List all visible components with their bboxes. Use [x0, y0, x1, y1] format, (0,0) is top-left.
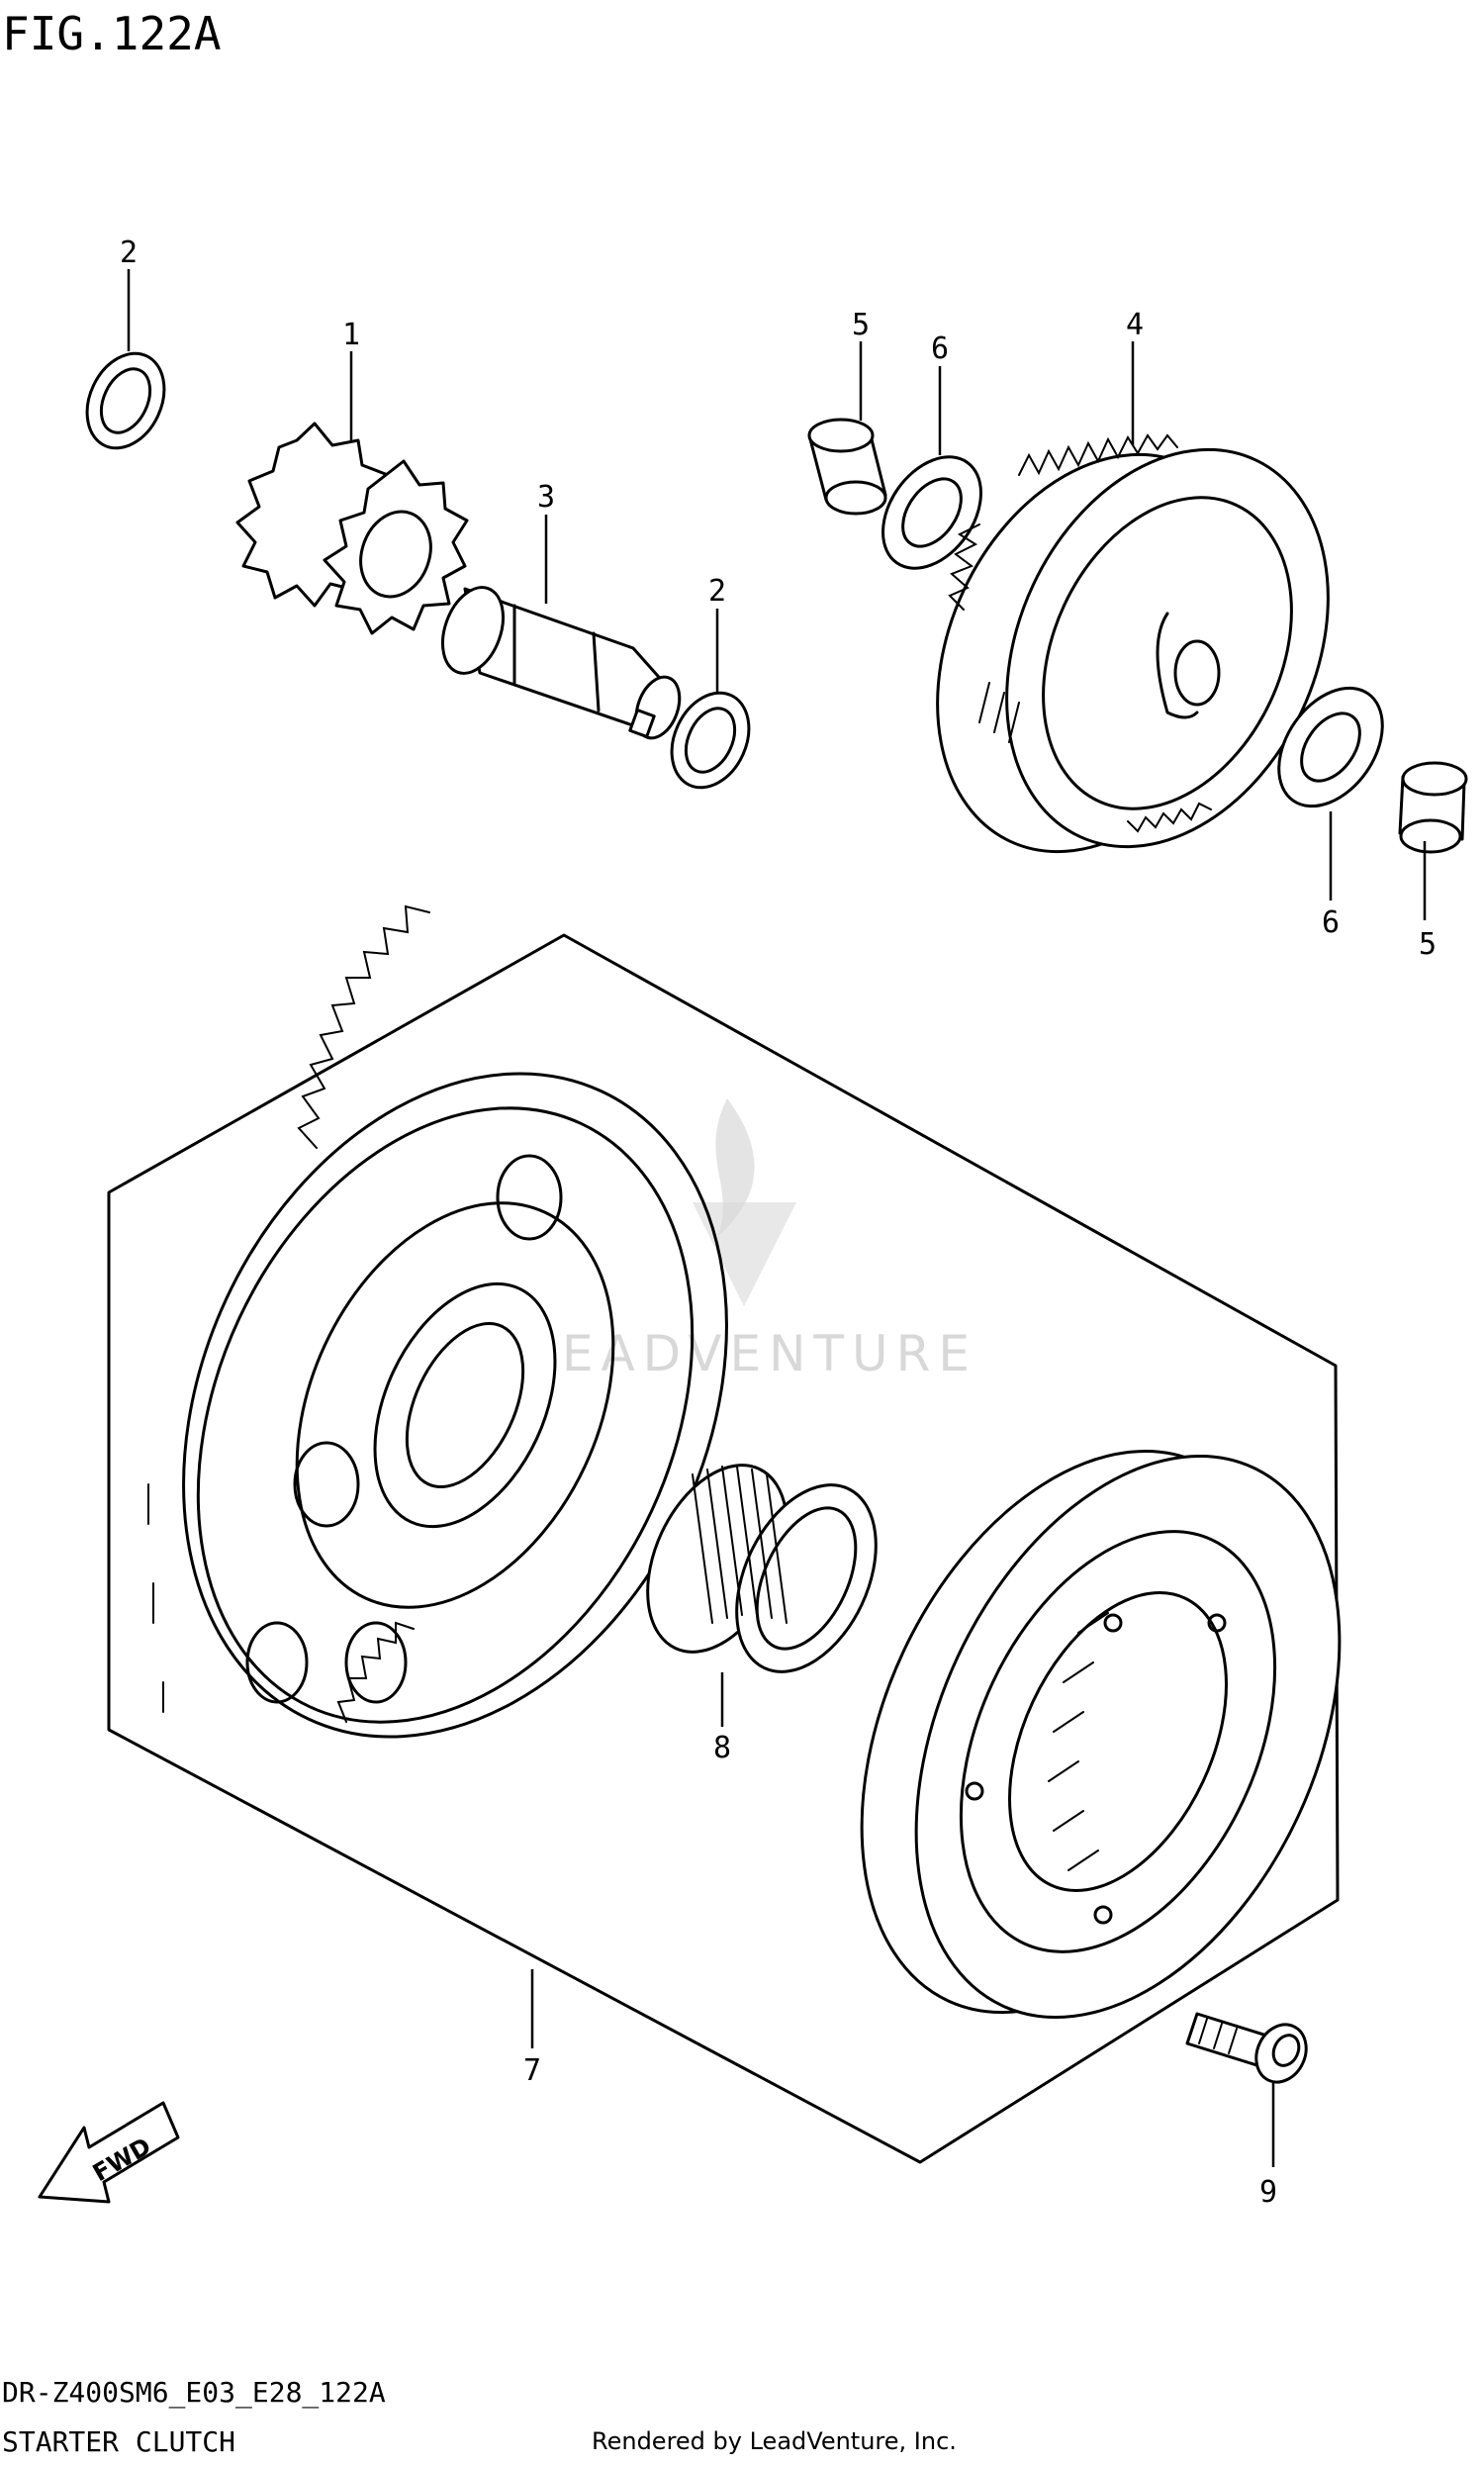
- callout-5-upper: 5: [852, 308, 870, 342]
- section-title: STARTER CLUTCH: [2, 2425, 235, 2458]
- bushing-part-5-upper: [807, 418, 887, 516]
- assembly-boundary-part-7: [107, 933, 1340, 2164]
- callout-3: 3: [537, 480, 555, 515]
- needle-bearing-part-8: [646, 1464, 878, 1673]
- gear-part-1: [235, 422, 469, 635]
- bushing-part-5-lower: [1398, 761, 1468, 854]
- model-code: DR-Z400SM6_E03_E28_122A: [2, 2376, 386, 2410]
- callout-2-lower: 2: [708, 574, 726, 609]
- figure-title: FIG.122A: [2, 7, 222, 60]
- callout-7: 7: [523, 2053, 541, 2088]
- shaft-part-3: [441, 586, 682, 740]
- callout-5-lower: 5: [1419, 927, 1437, 962]
- callout-6-upper: 6: [931, 332, 949, 366]
- rendered-by-credit: Rendered by LeadVenture, Inc.: [592, 2427, 957, 2455]
- callout-4: 4: [1126, 308, 1144, 342]
- callout-9: 9: [1259, 2175, 1277, 2210]
- leadventure-watermark: LEADVENTURE: [526, 1098, 977, 1382]
- watermark-text: LEADVENTURE: [526, 1325, 977, 1382]
- washer-part-2-upper: [85, 351, 166, 450]
- callout-numbers: 2 1 3 2 5 6 4 6 5 7 8 9: [120, 236, 1437, 2210]
- washer-part-6-lower: [1277, 686, 1384, 808]
- callout-2-upper: 2: [120, 236, 138, 270]
- idler-gear-part-4: [936, 433, 1330, 854]
- callout-8: 8: [713, 1731, 731, 1765]
- bolt-part-9: [1185, 2012, 1308, 2084]
- callout-6-lower: 6: [1322, 905, 1340, 940]
- forward-direction-arrow: FWD: [38, 2101, 180, 2204]
- one-way-clutch: [860, 1449, 1342, 2020]
- callout-1: 1: [342, 318, 360, 352]
- washer-part-2-lower: [670, 691, 751, 790]
- washer-part-6-upper: [881, 455, 982, 570]
- leader-lines: [127, 269, 1427, 2167]
- starter-driven-gear: [147, 904, 728, 1739]
